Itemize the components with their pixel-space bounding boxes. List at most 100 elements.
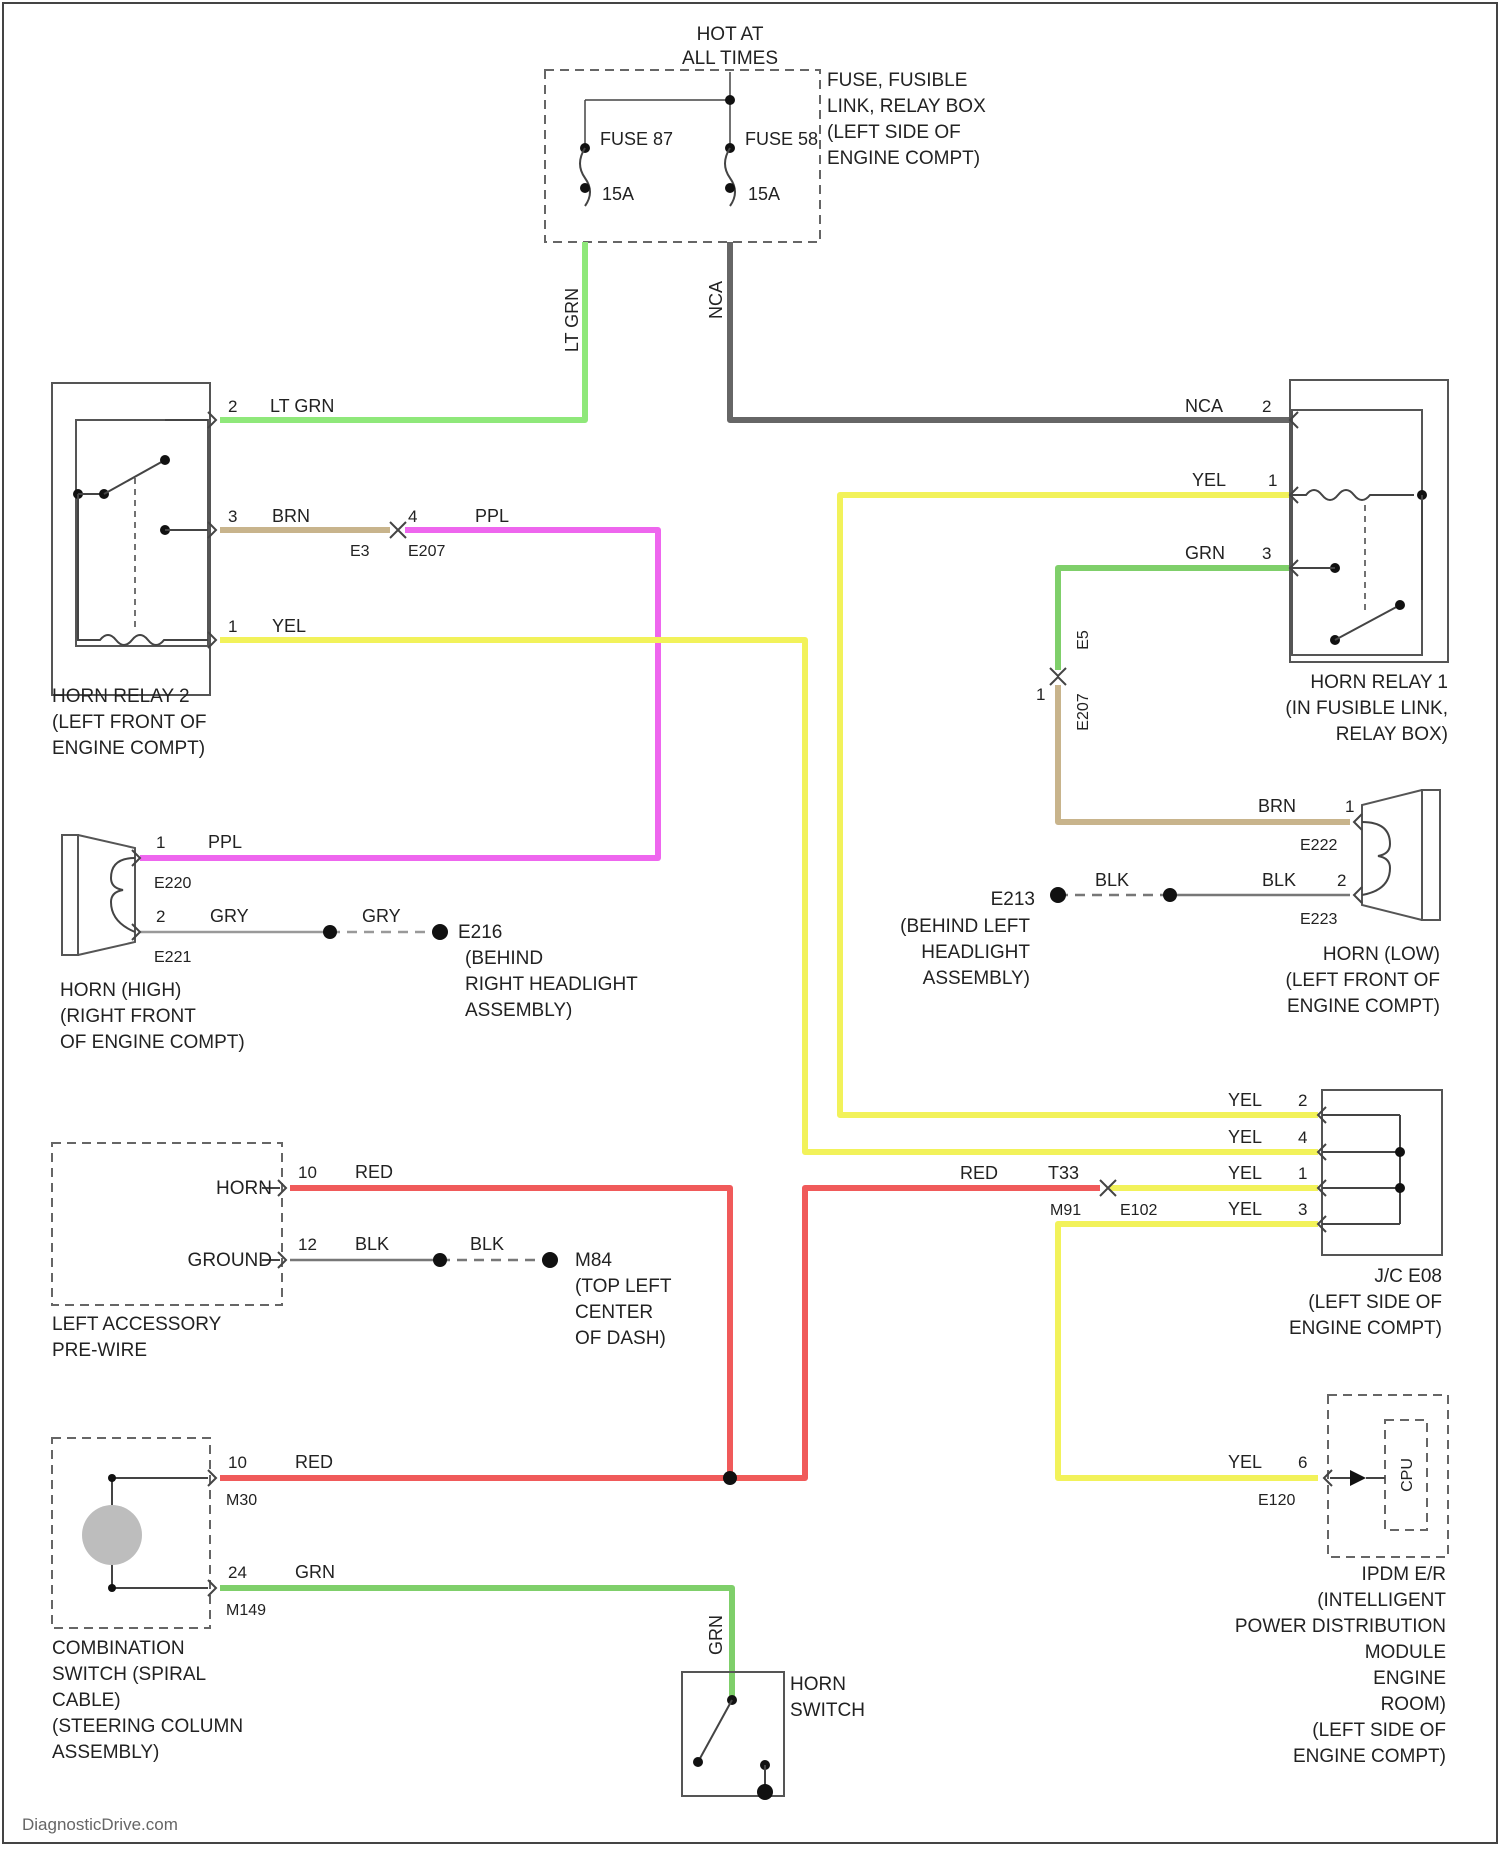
fuse-b-name: FUSE 58 xyxy=(745,129,818,149)
m84-ground-dot xyxy=(542,1252,558,1268)
combo-label-5: ASSEMBLY) xyxy=(52,1742,159,1763)
ground-m84: M84 (TOP LEFT CENTER OF DASH) xyxy=(433,1250,672,1349)
e120-label: E120 xyxy=(1258,1492,1295,1509)
wire-yel-relay1 xyxy=(840,495,1318,1115)
wire-yel-relay2 xyxy=(220,640,1318,1152)
ipdm-label-3: POWER DISTRIBUTION xyxy=(1235,1616,1446,1637)
fuse-box-label-4: ENGINE COMPT) xyxy=(827,148,980,169)
relay2-arm xyxy=(104,460,165,494)
e5-label: E5 xyxy=(1075,630,1092,650)
acc-horn-pin: 10 xyxy=(298,1163,317,1182)
horn-high-pin2: 2 xyxy=(156,907,165,926)
horn-switch-arm xyxy=(698,1700,732,1762)
wire-grn-relay1 xyxy=(1058,568,1290,670)
fuse-b-bottom xyxy=(725,183,735,193)
fuse-box: HOT AT ALL TIMES FUSE 87 15A FUSE 58 15A… xyxy=(545,24,986,242)
gry-splice-label: GRY xyxy=(362,906,401,926)
horn-switch-arm-tip xyxy=(693,1757,703,1767)
relay1-pin2-color: NCA xyxy=(1185,396,1223,416)
e3-connector: E3 xyxy=(350,543,370,560)
jc-pin1: 1 xyxy=(1298,1164,1307,1183)
horn-low-coil xyxy=(1362,822,1390,895)
ground-e213: E213 (BEHIND LEFT HEADLIGHT ASSEMBLY) xyxy=(900,887,1177,989)
relay1-pin3-color: GRN xyxy=(1185,543,1225,563)
horn-high-label-3: OF ENGINE COMPT) xyxy=(60,1032,245,1053)
combo-label-3: CABLE) xyxy=(52,1690,121,1711)
e207-right-term xyxy=(1050,677,1066,685)
combo-pin24-color: GRN xyxy=(295,1562,335,1582)
left-accessory-label-2: PRE-WIRE xyxy=(52,1340,147,1361)
acc-blk-splice-dot xyxy=(433,1253,447,1267)
fuse-b-symbol xyxy=(725,148,735,206)
jc-pin4-color: YEL xyxy=(1228,1127,1262,1147)
wire-lt-grn xyxy=(220,242,585,420)
horn-high-label-2: (RIGHT FRONT xyxy=(60,1006,196,1027)
jc-pin2-color: YEL xyxy=(1228,1090,1262,1110)
gry-splice-dot xyxy=(323,925,337,939)
e3-pin: 4 xyxy=(408,507,417,526)
wire-yel-ipdm xyxy=(1058,1224,1318,1478)
horn-low-label-2: (LEFT FRONT OF xyxy=(1286,970,1440,991)
combo-pin10: 10 xyxy=(228,1453,247,1472)
horn-high-bell xyxy=(78,835,135,955)
relay1-coil xyxy=(1292,490,1414,500)
acc-ground-label: GROUND xyxy=(188,1250,272,1271)
ipdm-arrow-icon xyxy=(1350,1470,1366,1486)
wire-labels: LT GRN NCA 2 LT GRN 3 BRN 4 PPL E3 E207 … xyxy=(154,281,1354,1655)
ground-e216: E216 (BEHIND RIGHT HEADLIGHT ASSEMBLY) xyxy=(323,922,638,1021)
combo-node-top xyxy=(108,1474,116,1482)
fuse-box-label-3: (LEFT SIDE OF xyxy=(827,122,961,143)
ipdm-label-8: ENGINE COMPT) xyxy=(1293,1746,1446,1767)
fuse-box-label-2: LINK, RELAY BOX xyxy=(827,96,986,117)
m30-label: M30 xyxy=(226,1492,257,1509)
combination-switch: COMBINATION SWITCH (SPIRAL CABLE) (STEER… xyxy=(52,1438,243,1763)
horn-switch: HORN SWITCH xyxy=(682,1672,865,1800)
m149-label: M149 xyxy=(226,1602,266,1619)
ipdm-er: CPU IPDM E/R (INTELLIGENT POWER DISTRIBU… xyxy=(1235,1395,1448,1767)
e213-desc-3: ASSEMBLY) xyxy=(923,968,1030,989)
horn-low-conn-2: E223 xyxy=(1300,911,1337,928)
horn-low-pin1-term xyxy=(1354,814,1362,830)
horn-relay-1: HORN RELAY 1 (IN FUSIBLE LINK, RELAY BOX… xyxy=(1285,380,1448,745)
combo-lower-lead xyxy=(112,1565,208,1588)
red-splice-dot xyxy=(723,1471,737,1485)
ipdm-cpu-label: CPU xyxy=(1399,1458,1416,1492)
e216-ground-dot xyxy=(432,924,448,940)
e207-connector: E207 xyxy=(408,543,445,560)
e213-ground-dot xyxy=(1050,887,1066,903)
horn-high-conn-2: E221 xyxy=(154,949,191,966)
horn-high-pin1-color: PPL xyxy=(208,832,242,852)
fuse-a-rating: 15A xyxy=(602,184,634,204)
ipdm-label-4: MODULE xyxy=(1365,1642,1446,1663)
jc-pin3: 3 xyxy=(1298,1200,1307,1219)
lt-grn-vertical-label: LT GRN xyxy=(562,288,582,352)
relay1-pin3: 3 xyxy=(1262,544,1271,563)
e216-code: E216 xyxy=(458,922,502,943)
horn-relay-1-label-1: HORN RELAY 1 xyxy=(1310,672,1448,693)
combo-label-4: (STEERING COLUMN xyxy=(52,1716,243,1737)
jc-label-3: ENGINE COMPT) xyxy=(1289,1318,1442,1339)
relay1-pin1: 1 xyxy=(1268,471,1277,490)
fuse-bus-splice xyxy=(725,95,735,105)
horn-relay-1-outer xyxy=(1290,380,1448,662)
relay2-pin3-color: BRN xyxy=(272,506,310,526)
horn-high-coil xyxy=(111,858,135,932)
acc-horn-label: HORN xyxy=(216,1178,272,1199)
m91-label: M91 xyxy=(1050,1202,1081,1219)
t3-red-label: RED xyxy=(960,1163,998,1183)
e3-e207-connector xyxy=(390,522,406,538)
nca-vertical-label: NCA xyxy=(706,281,726,319)
ipdm-label-6: ROOM) xyxy=(1381,1694,1446,1715)
fuse-a-bottom xyxy=(580,183,590,193)
horn-relay-2-label-2: (LEFT FRONT OF xyxy=(52,712,206,733)
combo-pin24: 24 xyxy=(228,1563,247,1582)
jc-label-2: (LEFT SIDE OF xyxy=(1308,1292,1442,1313)
hot-at-label-2: ALL TIMES xyxy=(682,48,778,69)
blk-splice-label: BLK xyxy=(1095,870,1129,890)
horn-low-pin1-color: BRN xyxy=(1258,796,1296,816)
t3-code: T33 xyxy=(1048,1163,1079,1183)
ipdm-pin: 6 xyxy=(1298,1453,1307,1472)
combo-pin10-color: RED xyxy=(295,1452,333,1472)
ipdm-label-5: ENGINE xyxy=(1373,1668,1446,1689)
horn-low-bell xyxy=(1362,790,1422,920)
